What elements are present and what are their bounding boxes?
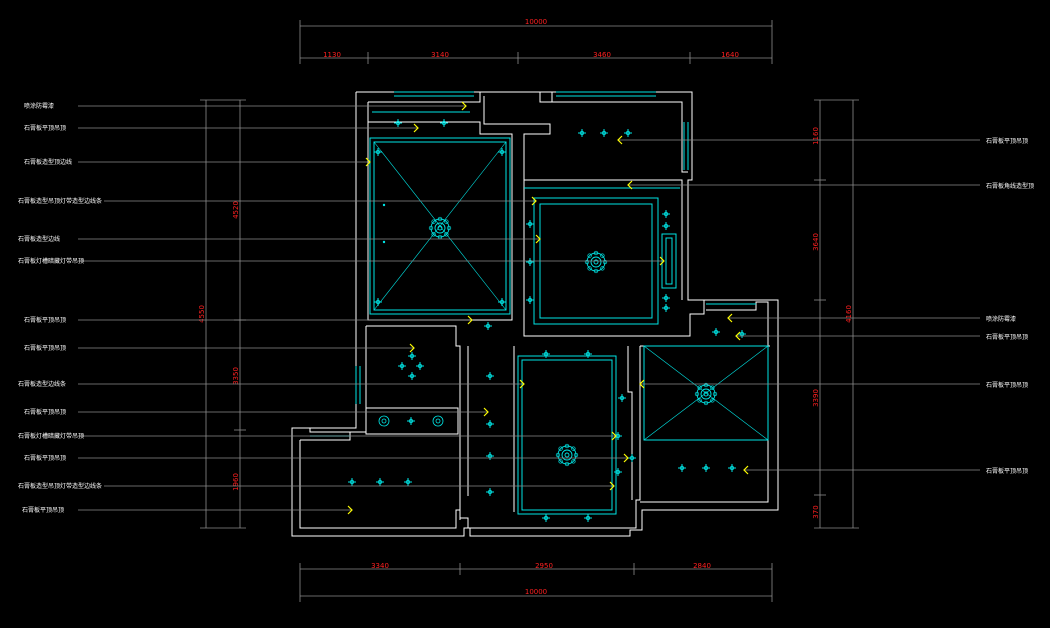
right-total-dimension: 4160 xyxy=(845,305,853,323)
left-segment-dimension: 3350 xyxy=(232,367,240,385)
left-annotation-label: 石膏板灯槽暗藏灯带吊顶 xyxy=(18,432,84,440)
right-segment-dimension: 3390 xyxy=(812,389,820,407)
right-dimension-group xyxy=(814,99,859,529)
left-annotation-label: 石膏板平顶吊顶 xyxy=(24,344,66,352)
ceiling-outline xyxy=(310,91,769,515)
top-segment-dimension: 1640 xyxy=(721,51,739,59)
left-leaders xyxy=(78,105,664,511)
right-annotation-label: 石膏板平顶吊顶 xyxy=(986,333,1028,341)
left-annotation-label: 石膏板平顶吊顶 xyxy=(24,316,66,324)
right-segment-dimension: 1160 xyxy=(812,127,820,145)
bottom-dimension-group xyxy=(299,563,773,602)
left-annotation-label: 石膏板造型边线条 xyxy=(18,380,66,388)
left-annotation-label: 石膏板造型吊顶灯带造型边线条 xyxy=(18,482,102,490)
left-annotation-label: 石膏板灯槽暗藏灯带吊顶 xyxy=(18,257,84,265)
bottom-total-dimension: 10000 xyxy=(525,588,547,596)
light-fixtures xyxy=(347,118,747,523)
bottom-segment-dimension: 3340 xyxy=(371,562,389,570)
top-total-dimension: 10000 xyxy=(525,18,547,26)
right-annotation-label: 石膏板平顶吊顶 xyxy=(986,381,1028,389)
bottom-segment-dimension: 2950 xyxy=(535,562,553,570)
left-segment-dimension: 4520 xyxy=(232,201,240,219)
left-annotation-label: 石膏板平顶吊顶 xyxy=(22,506,64,514)
left-segment-dimension: 1960 xyxy=(232,473,240,491)
right-annotation-label: 石膏板平顶吊顶 xyxy=(986,467,1028,475)
left-annotation-label: 石膏板造型顶边线 xyxy=(24,158,72,166)
left-annotation-label: 石膏板平顶吊顶 xyxy=(24,124,66,132)
top-segment-dimension: 1130 xyxy=(323,51,341,59)
right-leaders xyxy=(618,139,980,471)
wall-outline xyxy=(291,91,779,537)
top-segment-dimension: 3140 xyxy=(431,51,449,59)
right-annotation-label: 石膏板角线造型顶 xyxy=(986,182,1034,190)
left-annotation-label: 石膏板平顶吊顶 xyxy=(24,454,66,462)
left-arrows xyxy=(347,101,665,515)
right-segment-dimension: 3640 xyxy=(812,233,820,251)
right-annotation-label: 石膏板平顶吊顶 xyxy=(986,137,1028,145)
top-dimension-group xyxy=(299,20,773,64)
left-annotation-label: 石膏板造型吊顶灯带造型边线条 xyxy=(18,197,102,205)
left-annotation-label: 石膏板造型边线 xyxy=(18,235,60,243)
top-segment-dimension: 3460 xyxy=(593,51,611,59)
right-arrows xyxy=(617,135,749,475)
right-annotation-label: 喷涂防霉漆 xyxy=(986,315,1016,323)
left-total-dimension: 4550 xyxy=(198,305,206,323)
bottom-segment-dimension: 2840 xyxy=(693,562,711,570)
left-annotation-label: 石膏板平顶吊顶 xyxy=(24,408,66,416)
left-annotation-label: 喷涂防霉漆 xyxy=(24,102,54,110)
right-segment-dimension: 370 xyxy=(812,505,820,518)
left-dimension-group xyxy=(200,99,246,529)
